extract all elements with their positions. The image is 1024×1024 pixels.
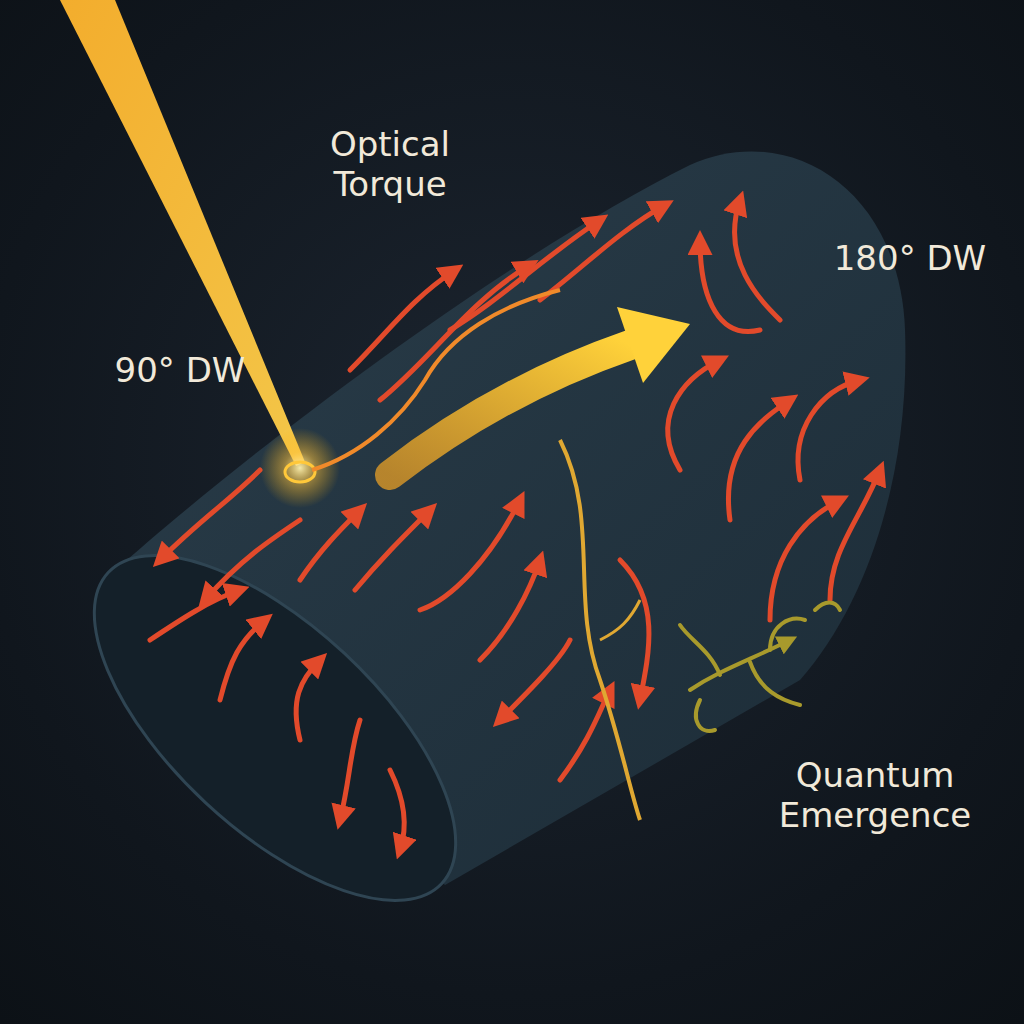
callout-label: Quantum Emergence bbox=[760, 755, 990, 835]
callout-label: Optical Torque bbox=[300, 124, 480, 204]
callout-label: 180° DW bbox=[815, 238, 1005, 278]
callout-label: 90° DW bbox=[95, 350, 265, 390]
